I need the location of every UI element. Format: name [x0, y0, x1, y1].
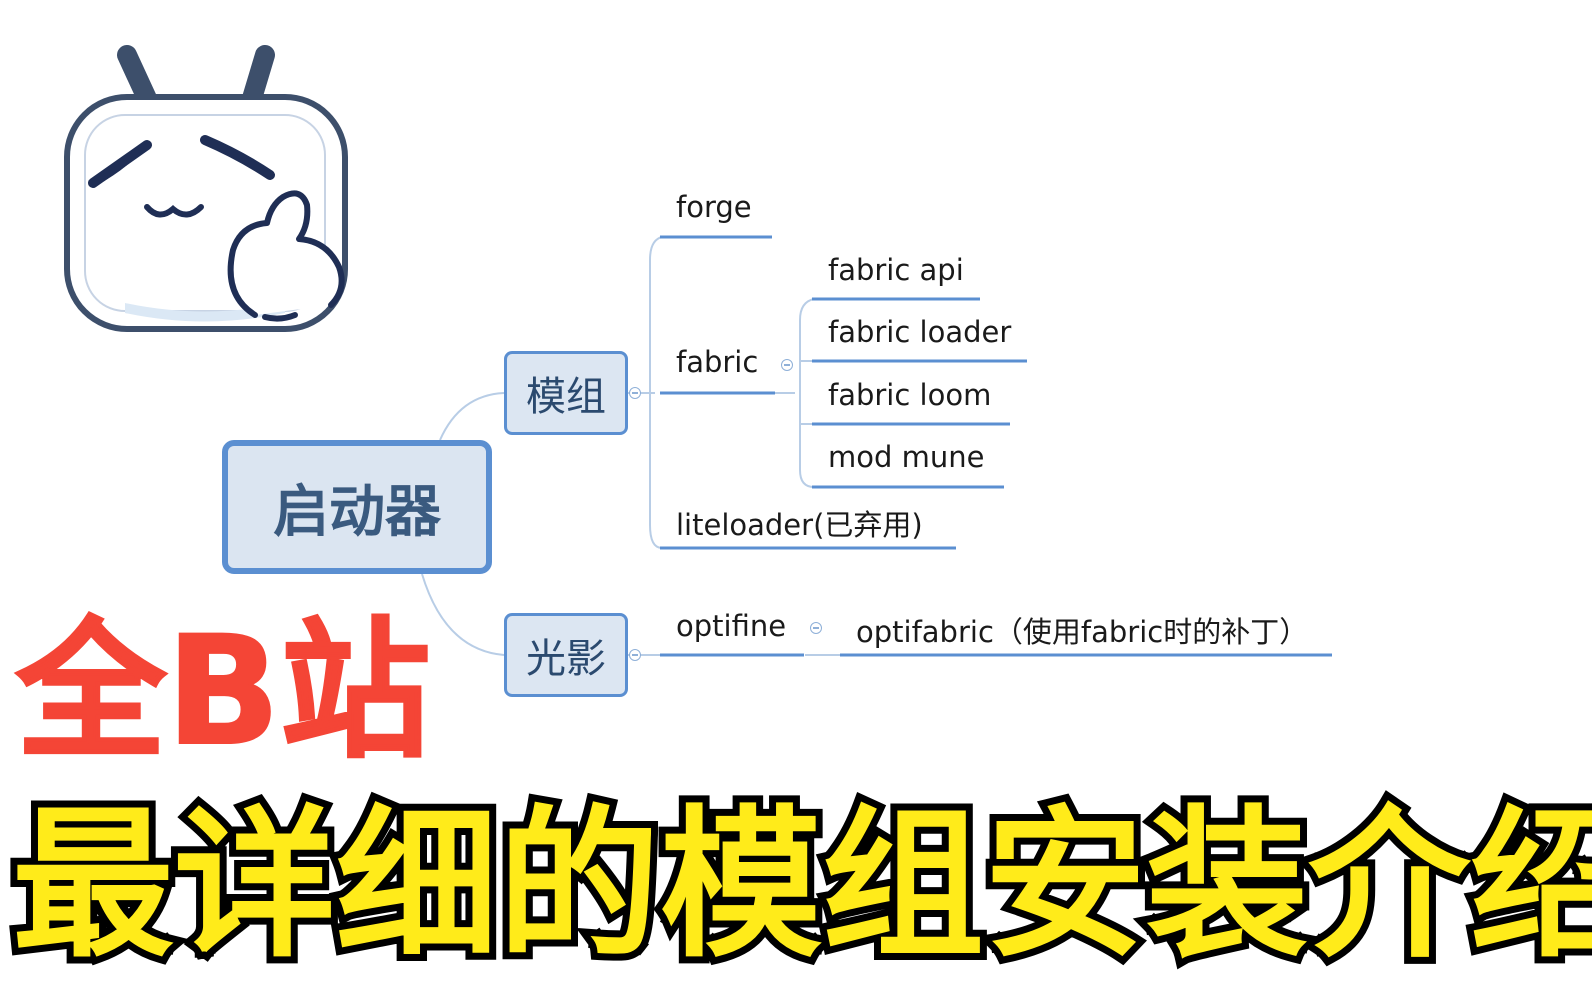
root-node-label: 启动器 — [273, 479, 441, 545]
leaf-optifabric[interactable]: optifabric（使用fabric时的补丁） — [856, 615, 1309, 649]
branch-node-shader-label: 光影 — [526, 636, 606, 682]
bilibili-tv-mascot-icon — [64, 45, 348, 332]
leaf-optifine[interactable]: optifine — [676, 609, 787, 643]
branch-node-mod[interactable]: 模组 — [504, 351, 628, 435]
leaf-liteloader[interactable]: liteloader(已弃用) — [676, 508, 923, 542]
collapse-toggle-optifine[interactable] — [810, 622, 822, 634]
root-node[interactable]: 启动器 — [222, 440, 492, 574]
branch-node-shader[interactable]: 光影 — [504, 613, 628, 697]
collapse-toggle-shader[interactable] — [629, 649, 641, 661]
headline-line-2: 最详细的模组安装介绍 — [5, 789, 1592, 983]
branch-node-mod-label: 模组 — [526, 374, 606, 420]
leaf-forge[interactable]: forge — [676, 190, 752, 224]
collapse-toggle-fabric[interactable] — [781, 359, 793, 371]
leaf-fabric-loader[interactable]: fabric loader — [828, 315, 1012, 349]
leaf-fabric-loom[interactable]: fabric loom — [828, 378, 992, 412]
collapse-toggle-mod[interactable] — [629, 387, 641, 399]
headline-line-1: 全B站 — [15, 605, 431, 779]
leaf-mod-mune[interactable]: mod mune — [828, 440, 985, 474]
leaf-fabric[interactable]: fabric — [676, 345, 759, 379]
leaf-fabric-api[interactable]: fabric api — [828, 253, 964, 287]
